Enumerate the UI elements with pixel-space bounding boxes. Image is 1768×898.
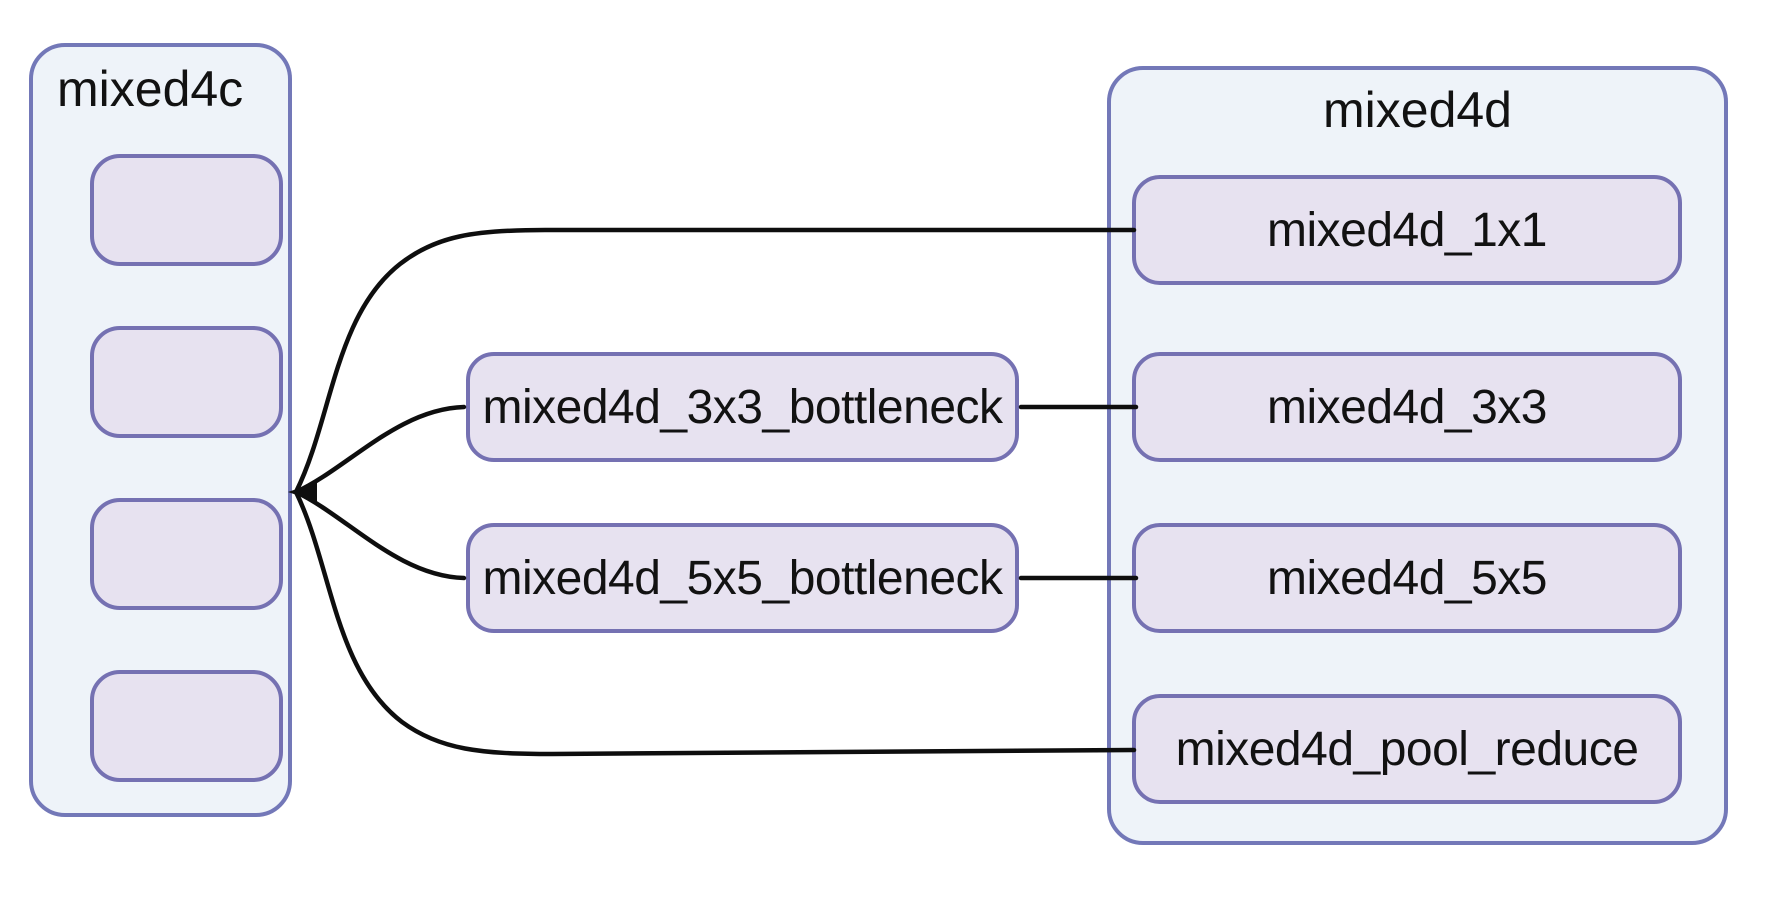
unit-mixed4d-5x5-bottleneck: mixed4d_5x5_bottleneck xyxy=(466,523,1019,633)
edge-mixed4c-to-3x3-bottleneck xyxy=(293,404,467,495)
mixed4c-unit-box-3 xyxy=(90,498,283,610)
fanout-arrowhead xyxy=(288,482,317,502)
unit-mixed4d-5x5: mixed4d_5x5 xyxy=(1132,523,1682,633)
mixed4c-unit-box-1 xyxy=(90,154,283,266)
mixed4c-unit-box-4 xyxy=(90,670,283,782)
mixed4c-unit-box-2 xyxy=(90,326,283,438)
unit-mixed4d-3x3: mixed4d_3x3 xyxy=(1132,352,1682,462)
edge-mixed4c-to-5x5-bottleneck xyxy=(293,489,467,581)
group-mixed4c: mixed4c xyxy=(29,43,292,817)
unit-mixed4d-3x3-bottleneck: mixed4d_3x3_bottleneck xyxy=(466,352,1019,462)
group-mixed4d-title: mixed4d xyxy=(1323,82,1512,138)
group-mixed4c-title: mixed4c xyxy=(57,61,244,117)
unit-mixed4d-pool-reduce: mixed4d_pool_reduce xyxy=(1132,694,1682,804)
unit-mixed4d-1x1: mixed4d_1x1 xyxy=(1132,175,1682,285)
